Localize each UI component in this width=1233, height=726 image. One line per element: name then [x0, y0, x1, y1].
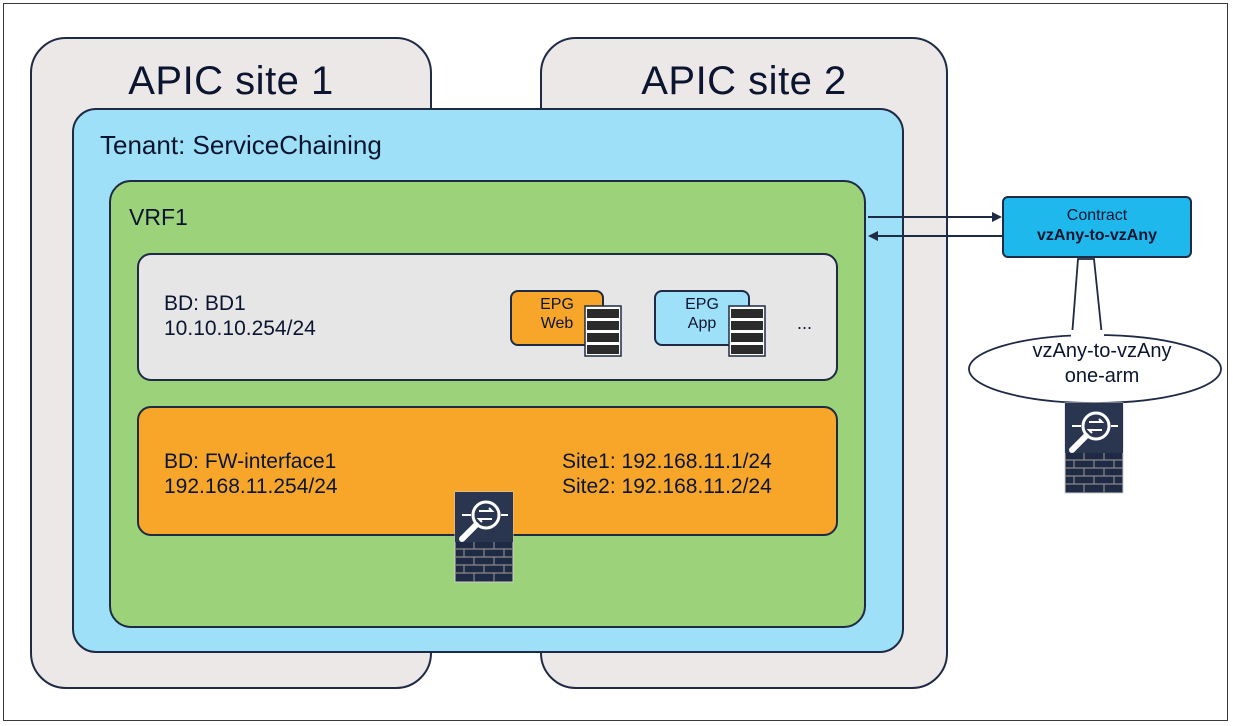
firewall-icon [1064, 402, 1124, 494]
apic-site-2-title: APIC site 2 [641, 59, 847, 103]
contract-name: vzAny-to-vzAny [1036, 227, 1157, 244]
bd-fw-subnet: 192.168.11.254/24 [164, 475, 338, 498]
more-epgs-ellipsis: ... [797, 313, 813, 333]
tenant-label: Tenant: ServiceChaining [100, 130, 382, 160]
contract-title: Contract [1066, 207, 1128, 224]
bd1-subnet: 10.10.10.254/24 [164, 317, 316, 340]
service-graph-callout [968, 258, 1222, 404]
server-icon [728, 305, 766, 357]
contract-box: Contract vzAny-to-vzAny [1002, 196, 1192, 258]
epg-app-line1: EPG [685, 296, 719, 313]
epg-app-line2: App [687, 315, 717, 332]
vrf-label: VRF1 [129, 204, 188, 230]
bd-fw-site1-ip: Site1: 192.168.11.1/24 [562, 450, 772, 473]
diagram-frame [3, 3, 1228, 721]
epg-web-line1: EPG [540, 296, 574, 313]
bd1-name: BD: BD1 [164, 292, 246, 315]
callout-line2: one-arm [1064, 365, 1140, 387]
server-icon [584, 305, 622, 357]
apic-site-1-title: APIC site 1 [128, 59, 334, 103]
callout-line1: vzAny-to-vzAny [1032, 340, 1172, 362]
epg-web-line2: Web [540, 315, 574, 332]
vrf-contract-arrows [868, 212, 1002, 241]
bd-fw-site2-ip: Site2: 192.168.11.2/24 [562, 475, 772, 498]
callout-text: vzAny-to-vzAny one-arm [975, 339, 1229, 389]
bd-fw-name: BD: FW-interface1 [164, 450, 337, 473]
firewall-icon [454, 491, 514, 583]
